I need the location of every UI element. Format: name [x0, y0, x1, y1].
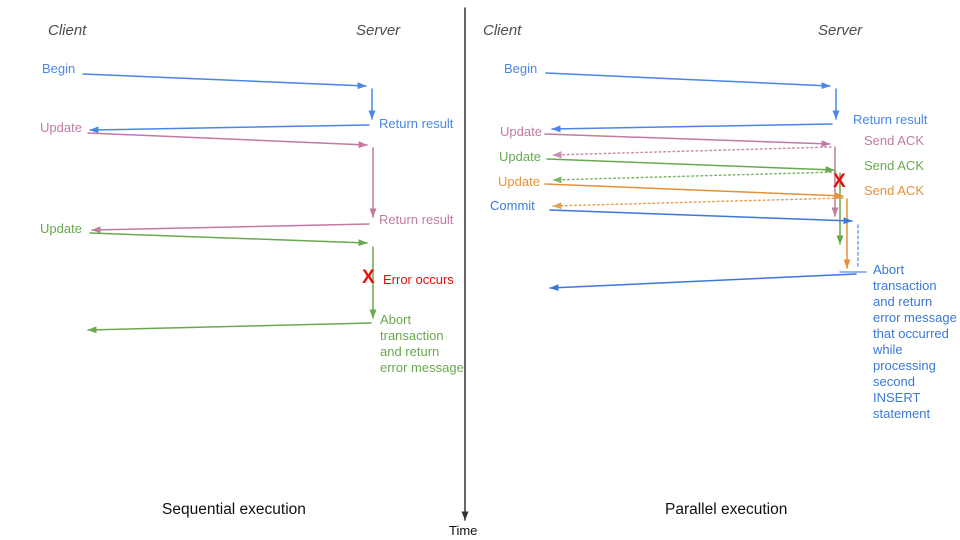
seq-begin-request-arrow: [82, 73, 367, 90]
seq-return-result-1-label: Return result: [379, 116, 454, 131]
par-begin-request-arrow: [545, 72, 831, 90]
par-abort-return-arrow: [549, 273, 857, 292]
seq-abort-label: Abort transaction and return error messa…: [380, 312, 464, 375]
par-send-ack-1-label: Send ACK: [864, 133, 924, 148]
seq-caption: Sequential execution: [162, 501, 306, 518]
seq-return-result-2-arrow: [91, 223, 370, 234]
par-server-header: Server: [818, 22, 863, 39]
seq-server-header: Server: [356, 22, 401, 39]
par-return-result-label: Return result: [853, 112, 928, 127]
par-abort-label: Abort transaction and return error messa…: [873, 262, 957, 421]
par-update-3-label: Update: [498, 174, 540, 189]
par-update-2-label: Update: [499, 149, 541, 164]
seq-return-result-1-arrow: [89, 124, 370, 134]
seq-error-x-mark: X: [362, 267, 375, 288]
sequential-wires: [82, 73, 377, 334]
par-error-x-mark: X: [833, 171, 846, 192]
time-axis-label: Time: [449, 523, 478, 538]
par-commit-label: Commit: [490, 198, 535, 213]
seq-update-2-label: Update: [40, 221, 82, 236]
seq-update-1-label: Update: [40, 120, 82, 135]
seq-return-result-2-label: Return result: [379, 212, 454, 227]
par-send-ack-2-label: Send ACK: [864, 158, 924, 173]
seq-error-label: Error occurs: [383, 272, 454, 287]
seq-begin-label: Begin: [42, 61, 76, 76]
par-send-ack-3-label: Send ACK: [864, 183, 924, 198]
parallel-wires: [544, 72, 867, 292]
seq-abort-return-arrow: [87, 322, 372, 334]
par-return-result-arrow: [551, 123, 833, 133]
par-send-ack-3-arrow: [552, 197, 844, 210]
par-update-1-request-arrow: [544, 133, 831, 148]
seq-update-2-request-arrow: [89, 232, 368, 247]
par-begin-label: Begin: [504, 61, 538, 76]
par-client-header: Client: [483, 22, 522, 39]
par-send-ack-1-arrow: [552, 146, 832, 159]
par-update-2-request-arrow: [546, 158, 835, 174]
par-caption: Parallel execution: [665, 501, 788, 518]
par-update-3-request-arrow: [544, 183, 844, 200]
par-commit-request-arrow: [549, 209, 853, 225]
seq-update-1-request-arrow: [87, 132, 368, 149]
seq-client-header: Client: [48, 22, 87, 39]
par-update-1-label: Update: [500, 124, 542, 139]
par-send-ack-2-arrow: [552, 171, 837, 184]
